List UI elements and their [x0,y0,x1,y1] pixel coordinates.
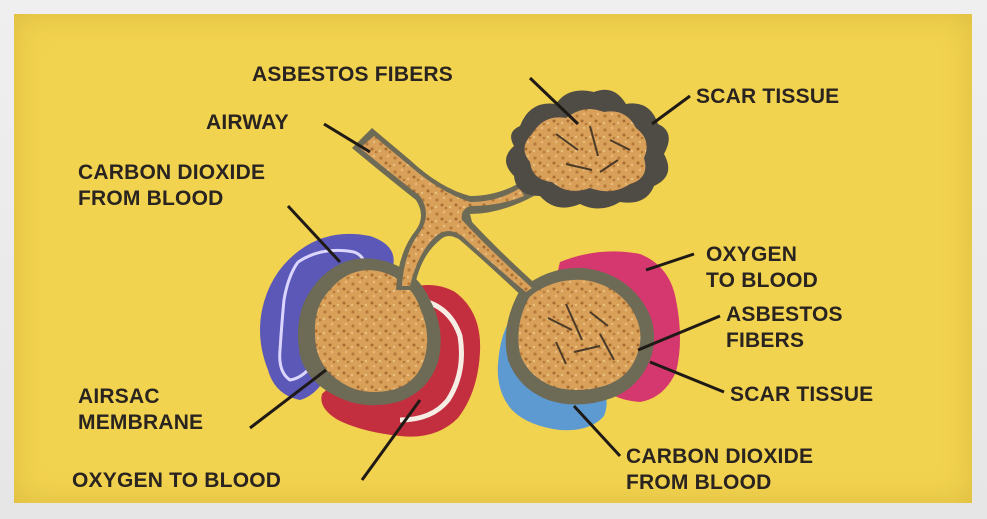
label-scar-tissue-right: SCAR TISSUE [730,382,873,408]
left-airsac [260,234,480,437]
label-asbestos-fibers-right: ASBESTOS FIBERS [726,302,843,354]
label-oxygen-to-blood-bottom: OXYGEN TO BLOOD [72,468,281,494]
label-airsac-membrane: AIRSAC MEMBRANE [78,384,203,436]
label-oxygen-right: OXYGEN TO BLOOD [706,242,818,294]
top-airsac-scar [506,90,669,209]
pointer-scar-top [652,96,690,124]
label-airway: AIRWAY [206,110,289,136]
label-carbon-dioxide-bottom: CARBON DIOXIDE FROM BLOOD [626,444,813,496]
label-asbestos-fibers-top: ASBESTOS FIBERS [252,62,453,88]
label-carbon-dioxide-left: CARBON DIOXIDE FROM BLOOD [78,160,265,212]
label-scar-tissue-top: SCAR TISSUE [696,84,839,110]
